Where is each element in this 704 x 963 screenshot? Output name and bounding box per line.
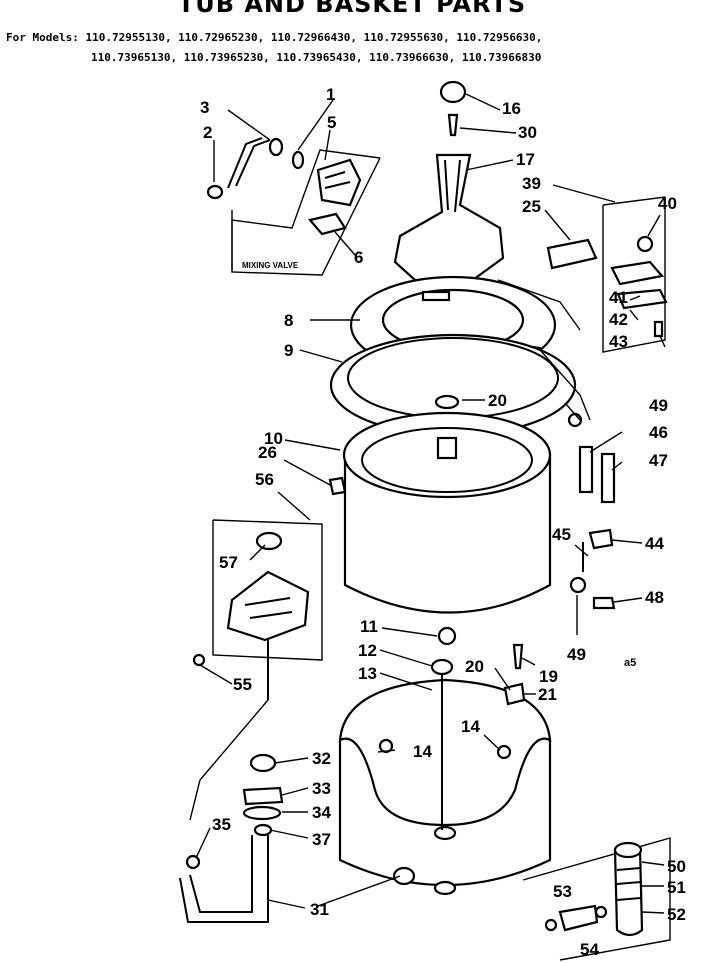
callout-53: 53: [553, 882, 572, 901]
pump-parts: [522, 837, 671, 961]
callout-20: 20: [465, 657, 484, 676]
callout-34: 34: [312, 803, 331, 822]
callout-49-top: 49: [649, 396, 668, 415]
callout-21: 21: [538, 685, 557, 704]
callout-12: 12: [358, 641, 377, 660]
callout-54: 54: [580, 940, 599, 959]
callout-32: 32: [312, 749, 331, 768]
drive-assembly: [189, 519, 323, 821]
callout-3: 3: [200, 98, 209, 117]
callout-49-bottom: 49: [567, 645, 586, 664]
model-list-line-1: For Models: 110.72955130, 110.72965230, …: [6, 31, 543, 44]
callout-8: 8: [284, 311, 293, 330]
callout-45: 45: [552, 525, 571, 544]
callout-19: 19: [539, 667, 558, 686]
mixing-valve-group: MIXING VALVE: [206, 137, 381, 276]
callout-37: 37: [312, 830, 331, 849]
callout-13: 13: [358, 664, 377, 683]
callout-31: 31: [310, 900, 329, 919]
outer-tub: [338, 626, 552, 896]
agitator: [393, 80, 505, 284]
callout-9: 9: [284, 341, 293, 360]
page-title: TUB AND BASKET PARTS: [177, 0, 527, 18]
callout-10: 10: [264, 429, 283, 448]
callout-39: 39: [522, 174, 541, 193]
mixing-valve-label: MIXING VALVE: [242, 261, 299, 270]
basket: [328, 411, 552, 614]
callout-40: 40: [658, 194, 677, 213]
callout-5: 5: [327, 113, 336, 132]
callout-30: 30: [518, 123, 537, 142]
callout-6: 6: [354, 248, 363, 267]
callout-26: 26: [258, 443, 277, 462]
callout-47: 47: [649, 451, 668, 470]
drain-hose: [179, 753, 284, 923]
callout-57: 57: [219, 553, 238, 572]
callout-14-left: 14: [413, 742, 432, 761]
callout-16: 16: [502, 99, 521, 118]
callout-46: 46: [649, 423, 668, 442]
callout-51: 51: [667, 878, 686, 897]
leader-lines: [195, 93, 666, 914]
model-list: For Models: 110.72955130, 110.72965230, …: [6, 28, 704, 68]
model-list-line-2: 110.73965130, 110.73965230, 110.73965430…: [91, 51, 542, 64]
callout-17: 17: [516, 150, 535, 169]
callout-52: 52: [667, 905, 686, 924]
callout-41: 41: [609, 288, 628, 307]
tub-cover: [329, 275, 577, 437]
callout-35: 35: [212, 815, 231, 834]
callout-56: 56: [255, 470, 274, 489]
callout-2: 2: [203, 123, 212, 142]
page-mark: a5: [624, 657, 636, 669]
callout-43: 43: [609, 332, 628, 351]
callout-44: 44: [645, 534, 664, 553]
callout-18: 20: [488, 391, 507, 410]
callout-11: 11: [360, 617, 378, 636]
callout-25: 25: [522, 197, 541, 216]
callout-48: 48: [645, 588, 664, 607]
pump-side-parts: [497, 196, 668, 610]
callout-1: 1: [326, 85, 335, 104]
callout-labels: 3 2 1 5 6 16 30 17 39 25 40 41 42 43 8 9…: [200, 85, 686, 959]
callout-14-right: 14: [461, 717, 480, 736]
callout-42: 42: [609, 310, 628, 329]
callout-55: 55: [233, 675, 252, 694]
callout-50: 50: [667, 857, 686, 876]
callout-33: 33: [312, 779, 331, 798]
